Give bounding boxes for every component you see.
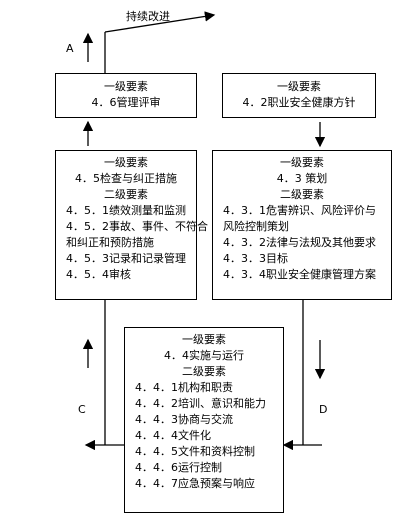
box-management-review: 一级要素 4．6管理评审 — [55, 73, 197, 118]
do-item: 4．4．1机构和职责 — [135, 381, 233, 394]
box-implementation: 一级要素 4．4实施与运行 二级要素 4．4．1机构和职责 4．4．2培训、意识… — [124, 327, 284, 513]
box-planning: 一级要素 4．3 策划 二级要素 4．3．1危害辨识、风险评价与 风险控制策划 … — [212, 150, 392, 300]
do-sub-heading: 二级要素 — [182, 365, 226, 378]
policy-heading: 一级要素 — [277, 80, 321, 93]
label-c: C — [78, 403, 86, 416]
do-item: 4．4．4文件化 — [135, 429, 211, 442]
plan-heading: 一级要素 — [280, 156, 324, 169]
label-d: D — [319, 403, 328, 416]
box-check-corrective: 一级要素 4．5检查与纠正措施 二级要素 4．5．1绩效测量和监测 4．5．2事… — [55, 150, 208, 300]
do-heading: 一级要素 — [182, 333, 226, 346]
continuous-improvement-label: 持续改进 — [126, 10, 170, 23]
review-title: 4．6管理评审 — [91, 96, 161, 109]
plan-title: 4．3 策划 — [276, 172, 328, 185]
plan-item: 4．3．4职业安全健康管理方案 — [223, 268, 376, 281]
plan-item: 4．3．2法律与法规及其他要求 — [223, 236, 376, 249]
do-item: 4．4．2培训、意识和能力 — [135, 397, 266, 410]
do-item: 4．4．7应急预案与响应 — [135, 477, 255, 490]
check-item: 4．5．4审核 — [66, 268, 131, 281]
do-title: 4．4实施与运行 — [164, 349, 244, 362]
check-title: 4．5检查与纠正措施 — [75, 172, 177, 185]
plan-item: 4．3．1危害辨识、风险评价与 — [223, 204, 376, 217]
label-a: A — [66, 42, 74, 55]
review-heading: 一级要素 — [104, 80, 148, 93]
check-heading: 一级要素 — [104, 156, 148, 169]
plan-item: 风险控制策划 — [223, 220, 289, 233]
box-policy: 一级要素 4．2职业安全健康方针 — [222, 73, 376, 118]
do-item: 4．4．6运行控制 — [135, 461, 222, 474]
check-item: 和纠正和预防措施 — [66, 236, 154, 249]
policy-title: 4．2职业安全健康方针 — [242, 96, 356, 109]
plan-item: 4．3．3目标 — [223, 252, 288, 265]
check-item: 4．5．2事故、事件、不符合 — [66, 220, 208, 233]
check-item: 4．5．3记录和记录管理 — [66, 252, 186, 265]
plan-sub-heading: 二级要素 — [280, 188, 324, 201]
check-item: 4．5．1绩效测量和监测 — [66, 204, 186, 217]
do-item: 4．4．5文件和资料控制 — [135, 445, 255, 458]
do-item: 4．4．3协商与交流 — [135, 413, 233, 426]
check-sub-heading: 二级要素 — [104, 188, 148, 201]
improvement-arrow — [104, 11, 216, 33]
